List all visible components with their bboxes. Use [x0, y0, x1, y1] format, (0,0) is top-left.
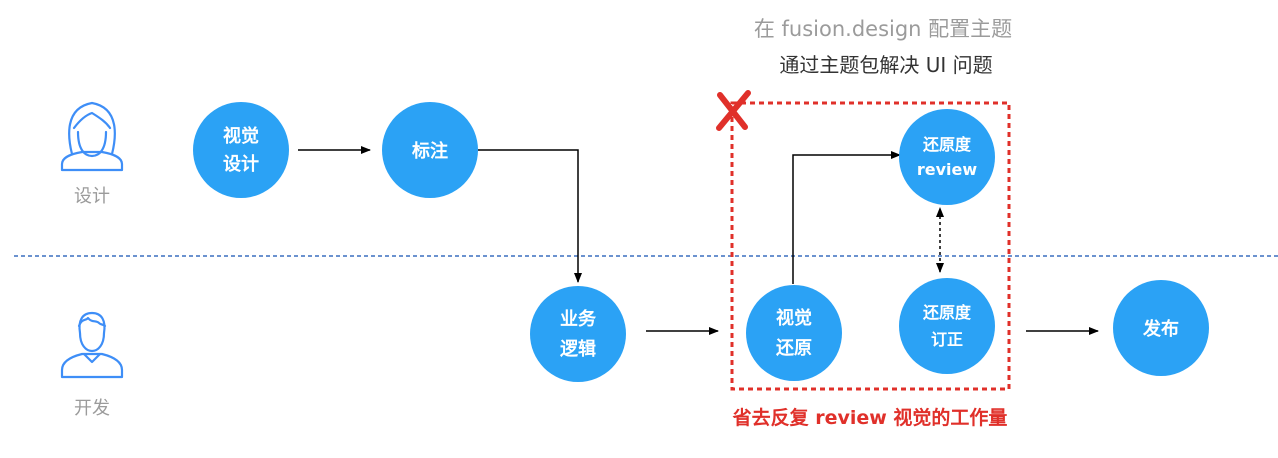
- node-restore-fix: 还原度 订正: [899, 278, 995, 374]
- node-label-line-2: 订正: [931, 330, 963, 349]
- arrow-restore-to-review: [792, 151, 901, 284]
- eliminated-steps-box: [730, 101, 1011, 391]
- node-label-line-2: 逻辑: [560, 338, 596, 360]
- node-visual-design: 视觉 设计: [193, 102, 289, 198]
- bottom-annotation-saved-review: 省去反复 review 视觉的工作量: [732, 406, 1008, 429]
- node-restore-review: 还原度 review: [899, 109, 995, 205]
- node-label-line-1: 标注: [411, 140, 448, 162]
- top-annotation-theme-package: 通过主题包解决 UI 问题: [779, 53, 992, 77]
- node-label-line-1: 还原度: [922, 303, 972, 322]
- node-label-line-2: 设计: [223, 153, 259, 175]
- node-annotate: 标注: [382, 102, 478, 198]
- arrow-annotate-to-logic: [478, 149, 582, 283]
- node-label-line-1: 视觉: [223, 125, 259, 147]
- female-user-icon: [60, 101, 124, 172]
- male-user-icon: [60, 311, 124, 379]
- role-label-developer: 开发: [74, 398, 110, 419]
- node-label-line-1: 业务: [560, 308, 597, 330]
- node-publish: 发布: [1113, 280, 1209, 376]
- node-label-line-1: 还原度: [922, 135, 972, 154]
- node-label-line-1: 发布: [1142, 318, 1179, 340]
- node-label-line-2: review: [917, 160, 978, 179]
- node-label-line-1: 视觉: [776, 307, 812, 329]
- role-label-designer: 设计: [74, 186, 110, 207]
- node-business-logic: 业务 逻辑: [530, 286, 626, 382]
- node-visual-restore: 视觉 还原: [746, 285, 842, 381]
- node-label-line-2: 还原: [775, 338, 812, 359]
- red-cross-icon: [716, 90, 751, 131]
- top-annotation-config-theme: 在 fusion.design 配置主题: [754, 17, 1012, 41]
